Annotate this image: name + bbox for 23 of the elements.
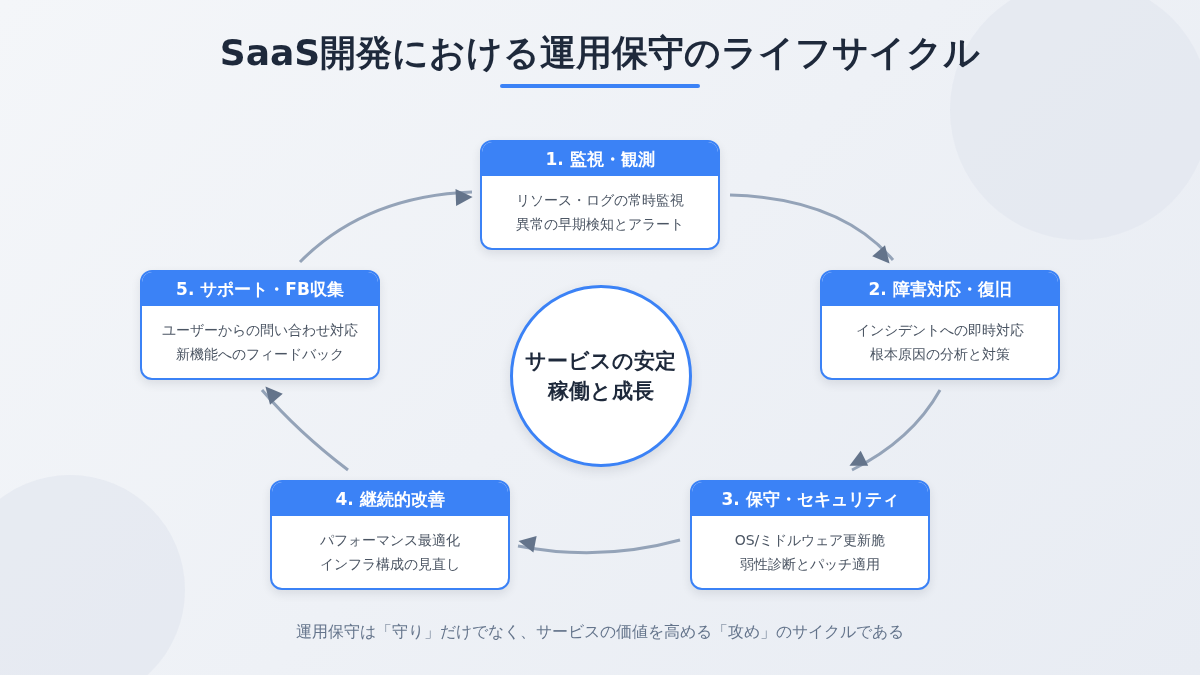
- step-card: [270, 480, 510, 590]
- arrow: [260, 386, 349, 472]
- arrow: [849, 389, 942, 472]
- title: SaaS開発における運用保守のライフサイクル: [218, 31, 982, 75]
- arrow: [729, 193, 895, 264]
- arrow: [298, 189, 473, 264]
- card-description: リソース・ログの常時監視異常の早期検知とアラート: [515, 191, 685, 234]
- caption: 運用保守は「守り」だけでなく、サービスの価値を高める「攻め」のサイクルである: [295, 622, 905, 643]
- card-header: 5. サポート・FB収集: [142, 272, 378, 306]
- card-header: 4. 継続的改善: [272, 482, 508, 516]
- card-description: ユーザーからの問い合わせ対応新機能へのフィードバック: [161, 321, 359, 364]
- card-header: 1. 監視・観測: [482, 142, 718, 176]
- arrow: [517, 535, 681, 555]
- card-description: OS/ミドルウェア更新脆弱性診断とパッチ適用: [733, 531, 887, 574]
- card-description: パフォーマンス最適化インフラ構成の見直し: [319, 531, 461, 574]
- card-description: インシデントへの即時対応根本原因の分析と対策: [855, 321, 1025, 364]
- step-card: [140, 270, 380, 380]
- step-card: [690, 480, 930, 590]
- center-text: サービスの安定稼働と成長: [524, 348, 678, 405]
- step-card: [480, 140, 720, 250]
- card-header: 2. 障害対応・復旧: [822, 272, 1058, 306]
- step-card: [820, 270, 1060, 380]
- card-header: 3. 保守・セキュリティ: [692, 482, 928, 516]
